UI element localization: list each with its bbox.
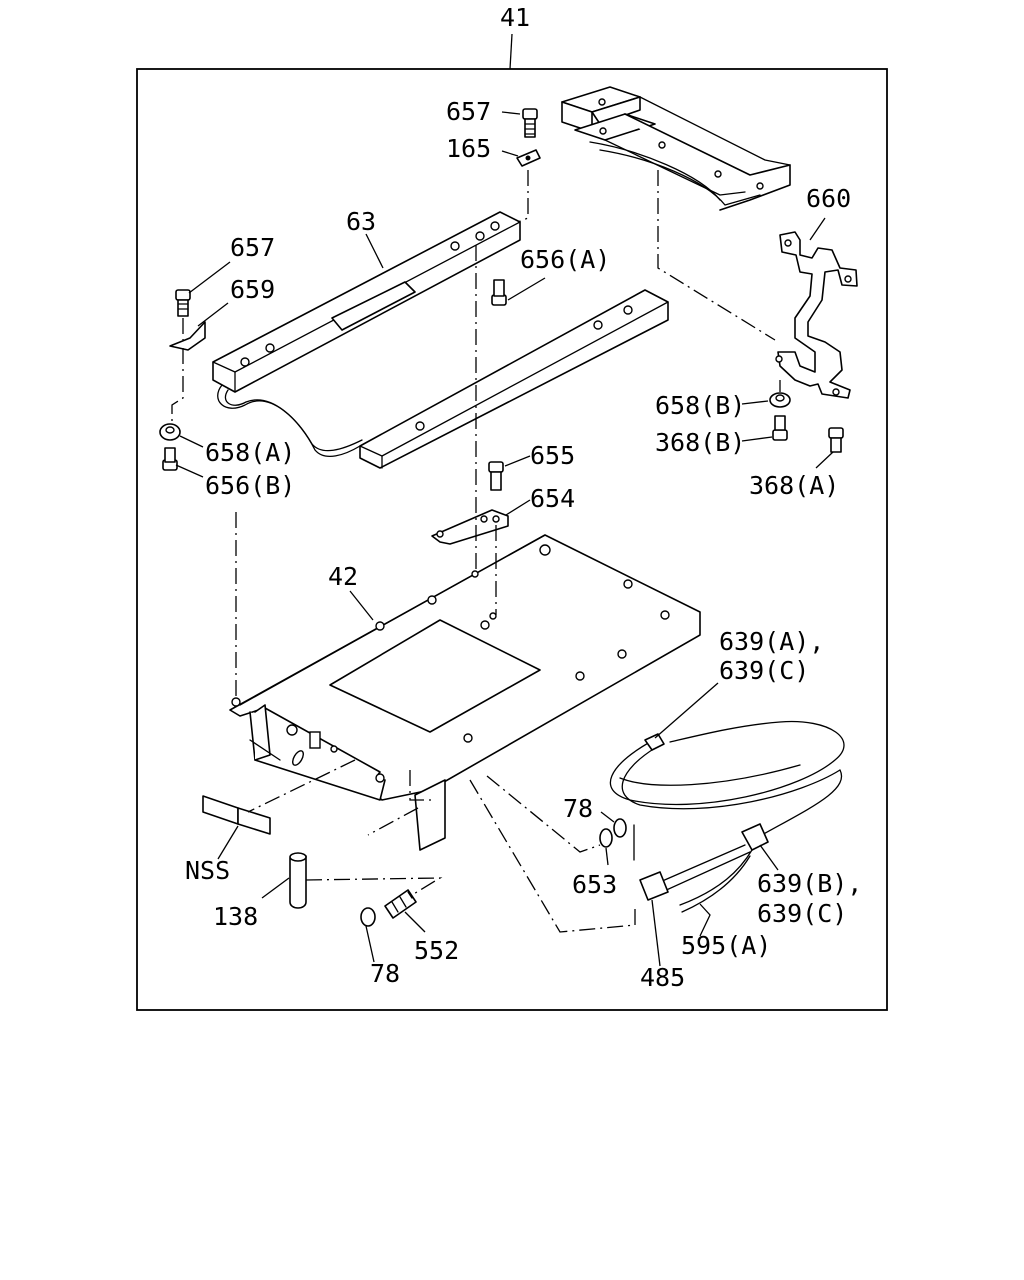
seat-rail-right (359, 289, 669, 469)
label-658a: 658(A) (205, 438, 295, 467)
towel-bar-inner (224, 389, 363, 452)
label-41: 41 (500, 3, 530, 32)
label-368b: 368(B) (655, 428, 745, 457)
label-63: 63 (346, 207, 376, 236)
label-657-left: 657 (230, 233, 275, 262)
sleeve-138 (289, 852, 307, 909)
label-660: 660 (806, 184, 851, 213)
label-595a: 595(A) (681, 931, 771, 960)
wire-harness (609, 720, 845, 913)
label-657-top: 657 (446, 97, 491, 126)
nut-658b (769, 392, 791, 408)
leader-lines (175, 111, 834, 967)
label-654: 654 (530, 484, 575, 513)
callout-labels: 41 657 165 63 657 659 656(A) 660 658(A) … (185, 3, 862, 992)
fitting-552 (384, 889, 417, 919)
bolt-656a (491, 279, 507, 306)
label-659: 659 (230, 275, 275, 304)
clip-659 (169, 321, 206, 351)
bolt-656b (162, 447, 178, 471)
label-639c-bottom: 639(C) (757, 899, 847, 928)
bolt-655 (488, 461, 504, 491)
label-656b: 656(B) (205, 471, 295, 500)
bracket-660 (775, 231, 858, 399)
label-653: 653 (572, 870, 617, 899)
bolt-657-top (522, 108, 538, 138)
label-656a: 656(A) (520, 245, 610, 274)
bracket-654 (431, 509, 509, 545)
label-165: 165 (446, 134, 491, 163)
label-368a: 368(A) (749, 471, 839, 500)
o-ring-78-bottom (360, 907, 376, 927)
o-ring-653 (599, 828, 613, 848)
label-639a: 639(A), (719, 627, 824, 656)
vehicle-floor-frame (561, 86, 791, 211)
label-42: 42 (328, 562, 358, 591)
label-78-bottom: 78 (370, 959, 400, 988)
bolt-368b (772, 415, 788, 441)
seat-base-42 (229, 534, 701, 851)
nss-label (202, 795, 271, 835)
nut-658a (159, 423, 181, 441)
label-78-right: 78 (563, 794, 593, 823)
label-658b: 658(B) (655, 391, 745, 420)
label-552: 552 (414, 936, 459, 965)
label-639b: 639(B), (757, 869, 862, 898)
label-485: 485 (640, 963, 685, 992)
label-639c-top: 639(C) (719, 656, 809, 685)
bolt-657-left (175, 289, 191, 317)
label-nss: NSS (185, 856, 230, 885)
label-655: 655 (530, 441, 575, 470)
seat-rail-63 (212, 211, 521, 393)
alignment-lines (171, 170, 781, 933)
o-ring-78-right (613, 818, 627, 838)
assembly-leader (509, 33, 513, 70)
diagram-frame (136, 68, 888, 1011)
bolt-368a (828, 427, 844, 453)
label-138: 138 (213, 902, 258, 931)
